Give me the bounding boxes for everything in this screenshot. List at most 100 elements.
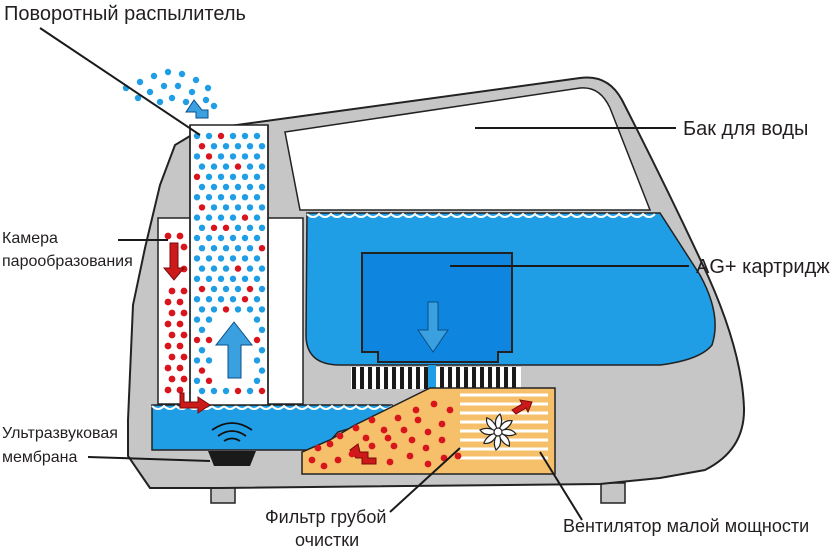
leader-fan xyxy=(539,451,583,521)
blue-particle xyxy=(258,285,266,293)
blue-particle xyxy=(193,214,201,221)
blue-particle xyxy=(258,163,266,170)
blue-particle xyxy=(229,214,237,221)
blue-particle xyxy=(205,173,213,180)
label-ag-cartridge: AG+ картридж xyxy=(696,256,830,278)
blue-particle xyxy=(253,316,261,323)
blue-particle xyxy=(222,245,230,252)
red-particle xyxy=(390,442,398,450)
blue-particle xyxy=(204,84,212,92)
blue-particle xyxy=(229,275,237,282)
blue-particle xyxy=(217,194,225,201)
ag-cartridge xyxy=(351,252,521,391)
blue-particle xyxy=(241,194,249,201)
blue-particle xyxy=(253,275,261,282)
blue-particle xyxy=(234,204,242,211)
blue-particle xyxy=(193,275,201,282)
red-particle xyxy=(180,287,188,295)
red-particle xyxy=(180,375,188,383)
red-particle xyxy=(176,232,184,240)
red-particle xyxy=(336,432,344,440)
blue-particle xyxy=(258,224,266,231)
blue-particle xyxy=(253,234,261,242)
red-particle xyxy=(168,375,176,383)
red-particle xyxy=(422,444,430,452)
blue-particle xyxy=(222,163,230,170)
filter-particles xyxy=(308,400,462,470)
red-particle xyxy=(246,285,254,293)
blue-particle xyxy=(234,285,242,293)
red-particle xyxy=(446,406,454,414)
red-particle xyxy=(334,456,342,464)
blue-particle xyxy=(229,132,237,140)
right-foot xyxy=(600,482,626,504)
blue-particle xyxy=(198,306,206,313)
red-particle xyxy=(164,320,172,328)
red-particle xyxy=(210,224,218,231)
red-particle xyxy=(241,214,249,221)
blue-particle xyxy=(217,153,225,160)
red-particle xyxy=(308,456,316,464)
red-particle xyxy=(438,436,446,444)
blue-particle xyxy=(253,377,261,384)
blue-particle xyxy=(246,224,254,231)
red-particle xyxy=(326,440,334,448)
red-particle xyxy=(362,434,370,442)
label-coarse-filter-1: Фильтр грубой xyxy=(265,507,386,527)
blue-particle xyxy=(222,265,230,272)
fan-icon xyxy=(479,413,517,451)
red-particle xyxy=(253,336,261,344)
red-particle xyxy=(222,306,230,313)
red-particle xyxy=(408,436,416,444)
red-particle xyxy=(384,434,392,442)
blue-particle xyxy=(246,265,254,272)
blue-particle xyxy=(222,387,230,395)
blue-particle xyxy=(193,153,201,160)
label-coarse-filter-2: очистки xyxy=(295,530,359,550)
blue-particle xyxy=(210,204,218,211)
blue-particle xyxy=(253,255,261,262)
blue-particle xyxy=(229,255,237,262)
red-particle xyxy=(320,462,328,470)
blue-particle xyxy=(193,234,201,242)
blue-particle xyxy=(160,82,168,90)
blue-particle xyxy=(217,275,225,282)
label-steam-chamber-2: парообразования xyxy=(2,253,133,270)
blue-particle xyxy=(205,194,213,201)
blue-particle xyxy=(174,82,182,90)
down-arrow-icon xyxy=(417,301,449,353)
blue-particle xyxy=(222,285,230,293)
blue-particle xyxy=(217,173,225,180)
red-particle xyxy=(164,364,172,372)
red-particle xyxy=(180,331,188,339)
blue-particle xyxy=(217,296,225,303)
blue-particle xyxy=(258,183,266,191)
blue-particle xyxy=(241,234,249,242)
blue-particle xyxy=(246,143,254,150)
blue-particle xyxy=(188,88,196,96)
ultrasonic-membrane xyxy=(208,422,256,466)
blue-particle xyxy=(229,194,237,201)
blue-particle xyxy=(198,245,206,252)
blue-particle xyxy=(258,204,266,211)
blue-particle xyxy=(246,163,254,170)
blue-particle xyxy=(253,194,261,201)
red-particle xyxy=(168,287,176,295)
up-arrow-icon xyxy=(214,321,254,379)
blue-particle xyxy=(234,245,242,252)
blue-particle xyxy=(246,204,254,211)
blue-particle xyxy=(202,96,210,104)
filter-red-arrow-icon xyxy=(349,443,377,465)
blue-particle xyxy=(229,153,237,160)
red-particle xyxy=(258,245,266,252)
red-particle xyxy=(205,153,213,160)
blue-particle xyxy=(150,72,158,80)
blue-particle xyxy=(253,214,261,221)
blue-particle xyxy=(241,255,249,262)
blue-particle xyxy=(222,204,230,211)
red-particle xyxy=(198,367,206,374)
blue-particle xyxy=(198,265,206,272)
red-particle xyxy=(368,442,376,450)
blue-particle xyxy=(234,183,242,191)
red-particle xyxy=(414,416,422,424)
